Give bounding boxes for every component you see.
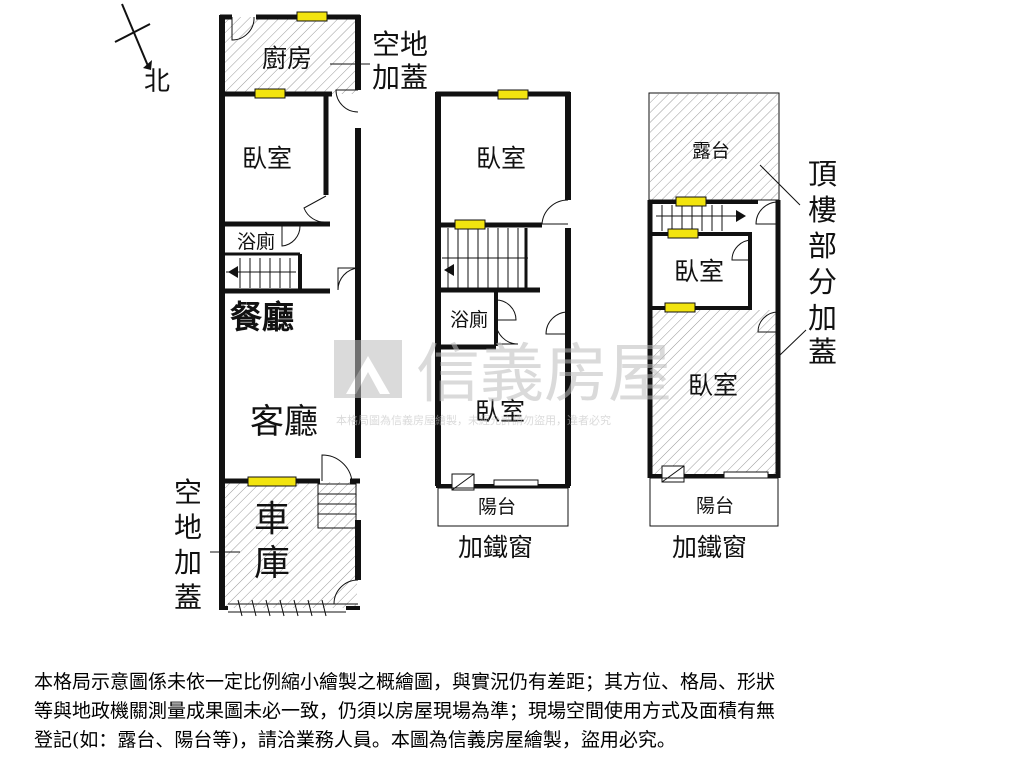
watermark: 信義房屋 本格局圖為信義房屋繪製，未經允許請勿盜用，違者必究: [334, 338, 672, 427]
balcony-label: 陽台: [696, 495, 734, 517]
bedroom-top-label: 臥室: [476, 144, 526, 173]
rooftop-annotation-char-3: 部: [808, 229, 837, 263]
north-label: 北: [144, 67, 170, 97]
window-icon: [675, 196, 707, 207]
window-icon: [247, 476, 297, 487]
garage-label-2: 庫: [254, 543, 290, 584]
bathroom-label: 浴廁: [237, 230, 275, 253]
living-room-label: 客廳: [250, 402, 318, 442]
balcony-area: [437, 487, 569, 527]
floor-3-plan: 露台 臥室 臥室 陽台 加鐵窗 頂 樓 部 分 加 蓋: [647, 92, 837, 562]
floor-2-plan: 臥室 浴廁 臥室 陽台 加鐵窗: [435, 89, 571, 562]
rooftop-annotation-char-4: 分: [808, 265, 837, 299]
annotation-top-line-2: 加蓋: [372, 61, 428, 94]
annotation-top-line-1: 空地: [372, 28, 428, 61]
kitchen-label: 廚房: [262, 44, 312, 73]
bathroom-label: 浴廁: [450, 308, 488, 331]
bedroom-large-label: 臥室: [688, 371, 738, 400]
kitchen-hatch-area: [222, 17, 357, 94]
rooftop-annotation-char-2: 樓: [808, 193, 837, 227]
garage-hatch-area: [222, 482, 357, 608]
bedroom-label: 臥室: [242, 144, 292, 173]
rooftop-annotation-char-1: 頂: [808, 157, 837, 191]
garage-label-1: 車: [254, 499, 290, 540]
rooftop-annotation-char-6: 蓋: [808, 335, 837, 369]
terrace-label: 露台: [692, 140, 730, 162]
annotation-bottom-char-3: 加: [174, 546, 202, 579]
bedroom-small-label: 臥室: [674, 257, 724, 286]
window-icon: [497, 89, 529, 100]
window-icon: [454, 219, 486, 230]
watermark-notice: 本格局圖為信義房屋繪製，未經允許請勿盜用，違者必究: [336, 413, 611, 427]
dining-label: 餐廳: [230, 298, 294, 336]
floor-1-plan: 廚房 臥室 浴廁 餐廳 客廳 車 庫 空地 加蓋 空 地 加 蓋: [174, 11, 428, 617]
disclaimer-line-3: 登記(如：露台、陽台等)，請洽業務人員。本圖為信義房屋繪製，盜用必究。: [34, 729, 676, 751]
balcony-label: 陽台: [478, 496, 516, 518]
terrace-hatch-area: [650, 94, 778, 200]
window-icon: [667, 228, 699, 239]
house-logo-icon: [334, 340, 402, 398]
annotation-bottom-char-4: 蓋: [174, 581, 202, 614]
bedroom-bottom-label: 臥室: [475, 397, 525, 426]
disclaimer-line-1: 本格局示意圖係未依一定比例縮小繪製之概繪圖，與實況仍有差距；其方位、格局、形狀: [34, 671, 776, 693]
annotation-bottom-char-2: 地: [174, 511, 202, 544]
window-icon: [664, 302, 696, 313]
disclaimer-line-2: 等與地政機關測量成果圖未必一致，仍須以房屋現場為準；現場空間使用方式及面積有無: [34, 700, 776, 722]
window-icon: [296, 11, 328, 22]
disclaimer-text: 本格局示意圖係未依一定比例縮小繪製之概繪圖，與實況仍有差距；其方位、格局、形狀 …: [34, 668, 994, 755]
iron-window-caption: 加鐵窗: [672, 533, 747, 562]
window-icon: [254, 88, 286, 99]
iron-window-caption: 加鐵窗: [458, 533, 533, 562]
annotation-bottom-char-1: 空: [174, 476, 202, 509]
rooftop-extension-hatch-area: [652, 310, 776, 474]
watermark-brand: 信義房屋: [416, 338, 672, 412]
rooftop-annotation-char-5: 加: [808, 301, 837, 335]
north-arrow-icon: [114, 3, 152, 70]
floor-plan-drawing: 北: [114, 3, 837, 617]
balcony-area: [649, 477, 779, 527]
